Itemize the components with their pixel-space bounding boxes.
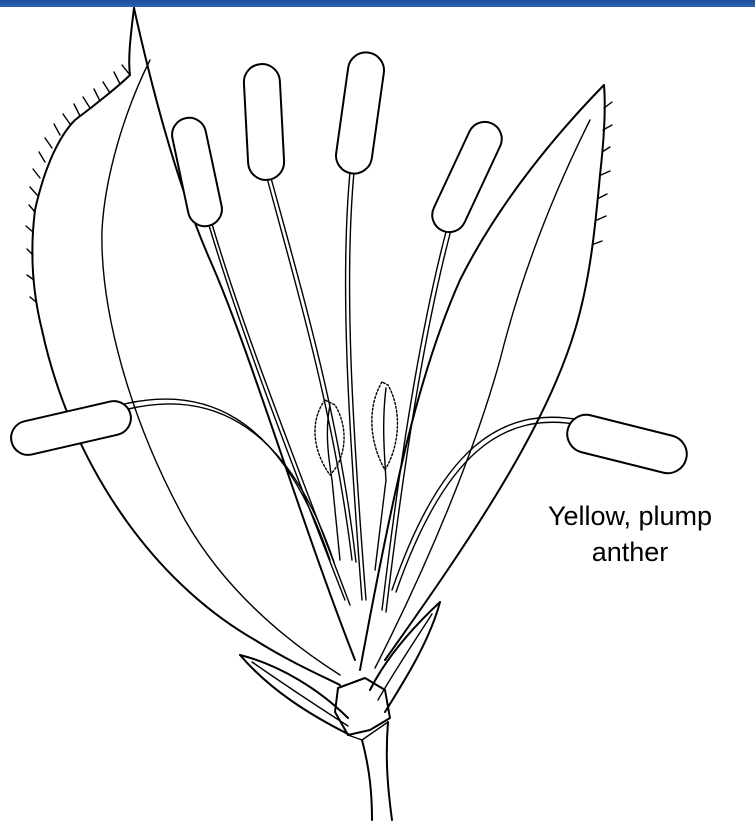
anther-5 xyxy=(8,398,135,459)
anther-3 xyxy=(334,50,387,176)
lemma-left xyxy=(26,8,355,685)
glume-left xyxy=(240,655,350,735)
anther-2 xyxy=(243,63,285,181)
annotation-line-1: Yellow, plump xyxy=(510,498,750,534)
anther-annotation: Yellow, plump anther xyxy=(510,498,750,570)
annotation-line-2: anther xyxy=(510,534,750,570)
anther-6 xyxy=(563,411,691,477)
